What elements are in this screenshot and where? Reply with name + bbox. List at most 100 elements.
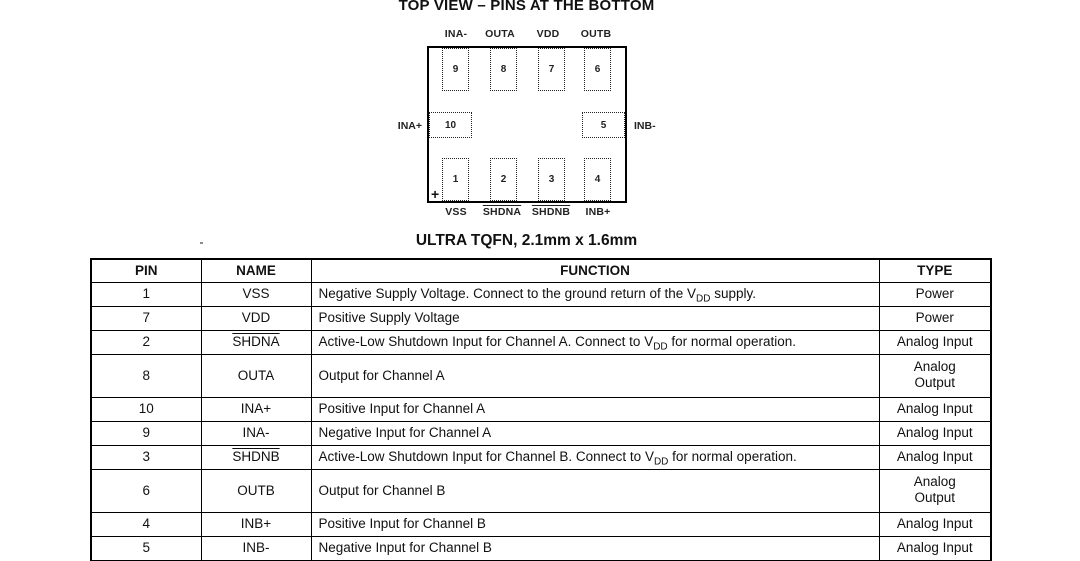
pin-label-shdnb: SHDNB bbox=[531, 206, 571, 218]
pin-cell: 7 bbox=[90, 306, 202, 331]
subscript: DD bbox=[653, 342, 668, 354]
pin-pad-2: 2 bbox=[490, 158, 517, 201]
name-cell: SHDNA bbox=[200, 330, 312, 355]
type-cell: Analog Input bbox=[878, 397, 992, 422]
name-cell: OUTA bbox=[200, 354, 312, 398]
overlined-name: SHDNB bbox=[232, 449, 280, 465]
function-cell: Negative Input for Channel B bbox=[310, 536, 880, 561]
pin-cell: 4 bbox=[90, 512, 202, 537]
pin-cell: 5 bbox=[90, 536, 202, 561]
table-row: 5 INB- Negative Input for Channel B Anal… bbox=[90, 536, 992, 561]
pin-number: 6 bbox=[594, 64, 601, 75]
package-outline: 9 8 7 6 10 5 1 2 3 4 + bbox=[427, 46, 627, 203]
name-cell: VDD bbox=[200, 306, 312, 331]
pin-function-table: PIN NAME FUNCTION TYPE 1 VSS Negative Su… bbox=[90, 258, 992, 561]
pin-label-outa: OUTA bbox=[485, 28, 515, 40]
pin-number: 4 bbox=[594, 174, 601, 185]
pin-pad-10: 10 bbox=[429, 112, 472, 138]
pin-cell: 6 bbox=[90, 469, 202, 513]
pin-number: 2 bbox=[500, 174, 507, 185]
pin-label-outb: OUTB bbox=[580, 28, 612, 40]
col-header-name: NAME bbox=[200, 258, 312, 283]
type-cell: Analog Input bbox=[878, 330, 992, 355]
pin-pad-5: 5 bbox=[582, 112, 625, 138]
pin-cell: 10 bbox=[90, 397, 202, 422]
function-text: Negative Input for Channel B bbox=[318, 540, 492, 556]
table-row: 4 INB+ Positive Input for Channel B Anal… bbox=[90, 512, 992, 537]
pin-pad-4: 4 bbox=[584, 158, 611, 201]
table-row: 6 OUTB Output for Channel B Analog Outpu… bbox=[90, 469, 992, 513]
pin-pad-7: 7 bbox=[538, 48, 565, 91]
function-cell: Negative Supply Voltage. Connect to the … bbox=[310, 282, 880, 307]
function-cell: Positive Input for Channel A bbox=[310, 397, 880, 422]
function-cell: Output for Channel A bbox=[310, 354, 880, 398]
function-text: Active-Low Shutdown Input for Channel A.… bbox=[318, 334, 654, 350]
table-row: 1 VSS Negative Supply Voltage. Connect t… bbox=[90, 282, 992, 307]
pin-pad-3: 3 bbox=[538, 158, 565, 201]
function-cell: Active-Low Shutdown Input for Channel A.… bbox=[310, 330, 880, 355]
pin-pad-6: 6 bbox=[584, 48, 611, 91]
function-text: Positive Input for Channel A bbox=[318, 401, 486, 417]
name-cell: INB+ bbox=[200, 512, 312, 537]
pin-number: 1 bbox=[452, 174, 459, 185]
pin-pad-1: 1 bbox=[442, 158, 469, 201]
table-row: 7 VDD Positive Supply Voltage Power bbox=[90, 306, 992, 331]
overlined-name: SHDNA bbox=[232, 334, 280, 350]
pin-cell: 1 bbox=[90, 282, 202, 307]
type-text: Analog Output bbox=[913, 359, 956, 391]
name-cell: INB- bbox=[200, 536, 312, 561]
function-cell: Positive Input for Channel B bbox=[310, 512, 880, 537]
name-cell: OUTB bbox=[200, 469, 312, 513]
pin-label-vdd: VDD bbox=[536, 28, 560, 40]
pin-cell: 9 bbox=[90, 421, 202, 446]
page-title: TOP VIEW – PINS AT THE BOTTOM bbox=[398, 0, 655, 14]
function-text: Positive Input for Channel B bbox=[318, 516, 486, 532]
name-cell: SHDNB bbox=[200, 445, 312, 470]
type-cell: Analog Output bbox=[878, 354, 992, 398]
name-cell: INA+ bbox=[200, 397, 312, 422]
pin-number: 3 bbox=[548, 174, 555, 185]
name-cell: VSS bbox=[200, 282, 312, 307]
col-header-pin: PIN bbox=[90, 258, 202, 283]
function-text: for normal operation. bbox=[668, 449, 797, 465]
function-text: Negative Supply Voltage. Connect to the … bbox=[318, 286, 697, 302]
function-text: Output for Channel B bbox=[318, 482, 446, 498]
function-cell: Active-Low Shutdown Input for Channel B.… bbox=[310, 445, 880, 470]
function-cell: Positive Supply Voltage bbox=[310, 306, 880, 331]
pin-number: 5 bbox=[600, 119, 607, 131]
function-text: Active-Low Shutdown Input for Channel B.… bbox=[318, 449, 654, 465]
table-row: 3 SHDNB Active-Low Shutdown Input for Ch… bbox=[90, 445, 992, 470]
function-text: Output for Channel A bbox=[318, 367, 445, 383]
function-text: Negative Input for Channel A bbox=[318, 425, 492, 441]
pin-label-inb-plus: INB+ bbox=[585, 206, 611, 218]
type-cell: Analog Input bbox=[878, 421, 992, 446]
pin-label-ina-minus: INA- bbox=[444, 28, 468, 40]
function-text: for normal operation. bbox=[667, 334, 796, 350]
function-cell: Negative Input for Channel A bbox=[310, 421, 880, 446]
pin-label-inb-minus: INB- bbox=[634, 120, 656, 132]
table-header-row: PIN NAME FUNCTION TYPE bbox=[90, 258, 992, 283]
pin-number: 9 bbox=[452, 64, 459, 75]
function-text: Positive Supply Voltage bbox=[318, 310, 460, 326]
pin-number: 8 bbox=[500, 64, 507, 75]
type-cell: Analog Output bbox=[878, 469, 992, 513]
type-cell: Analog Input bbox=[878, 536, 992, 561]
package-caption: ULTRA TQFN, 2.1mm x 1.6mm bbox=[415, 232, 638, 249]
col-header-type: TYPE bbox=[878, 258, 992, 283]
subscript: DD bbox=[653, 457, 669, 469]
table-row: 9 INA- Negative Input for Channel A Anal… bbox=[90, 421, 992, 446]
type-text: Analog Output bbox=[913, 474, 956, 506]
name-cell: INA- bbox=[200, 421, 312, 446]
pin-label-ina-plus: INA+ bbox=[397, 120, 422, 132]
stray-dot-artifact bbox=[200, 242, 203, 244]
table-row: 2 SHDNA Active-Low Shutdown Input for Ch… bbox=[90, 330, 992, 355]
pin-label-shdna: SHDNA bbox=[482, 206, 522, 218]
pin-cell: 8 bbox=[90, 354, 202, 398]
pin-cell: 3 bbox=[90, 445, 202, 470]
function-text: supply. bbox=[710, 286, 756, 302]
pin-number: 7 bbox=[548, 64, 555, 75]
table-row: 10 INA+ Positive Input for Channel A Ana… bbox=[90, 397, 992, 422]
pin-cell: 2 bbox=[90, 330, 202, 355]
table-row: 8 OUTA Output for Channel A Analog Outpu… bbox=[90, 354, 992, 398]
